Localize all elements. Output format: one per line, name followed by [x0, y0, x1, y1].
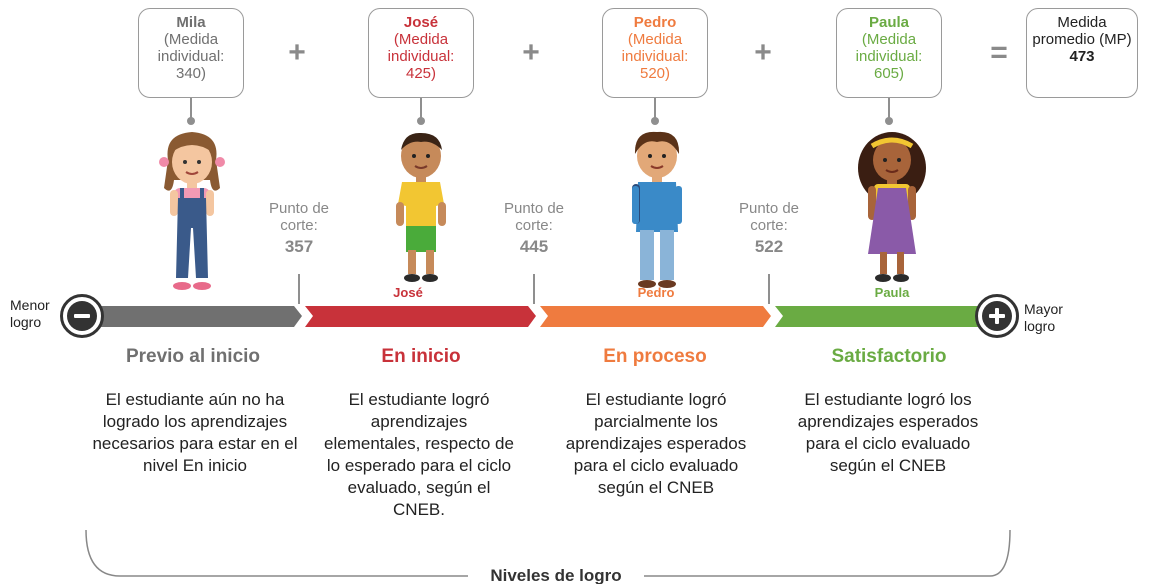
bracket-label: Niveles de logro	[468, 566, 644, 584]
cutpoint-label: Punto de corte:	[503, 200, 565, 234]
cutpoint-357: Punto de corte: 357	[259, 200, 339, 255]
average-label: Medida promedio (MP)	[1032, 14, 1132, 48]
cutpoint-522: Punto de corte: 522	[729, 200, 809, 255]
girl-mila-illustration	[159, 132, 225, 290]
plus-operator-1: +	[288, 36, 306, 69]
average-value: 473	[1069, 48, 1095, 65]
level-title-inicio: En inicio	[381, 346, 461, 367]
cutpoint-tick	[533, 274, 535, 304]
minus-bar	[74, 314, 90, 318]
student-measure-value: 605)	[873, 65, 905, 82]
cutpoint-label: Punto de corte:	[738, 200, 800, 234]
student-measure-label: (Medida individual:	[157, 31, 225, 65]
minus-circle-icon	[60, 294, 104, 338]
level-title-proceso: En proceso	[603, 346, 707, 367]
boy-jose-illustration	[396, 132, 446, 282]
figure-name-pedro: Pedro	[637, 285, 675, 300]
connector-line	[190, 98, 192, 120]
student-box-mila: Mila (Medida individual: 340)	[138, 8, 244, 98]
equals-operator: =	[990, 36, 1008, 69]
level-desc-previo: El estudiante aún no ha logrado los apre…	[92, 390, 298, 475]
connector-line	[654, 98, 656, 120]
cutpoint-value: 357	[284, 237, 314, 256]
student-name: José	[403, 14, 439, 31]
level-title-satisfactorio: Satisfactorio	[831, 346, 947, 367]
connector-dot	[885, 117, 893, 125]
connector-dot	[417, 117, 425, 125]
cutpoint-label: Punto de corte:	[268, 200, 330, 234]
segment-previo	[84, 306, 302, 327]
plus-circle-icon	[975, 294, 1019, 338]
level-title-previo: Previo al inicio	[125, 346, 261, 367]
figure-name-paula: Paula	[874, 285, 910, 300]
student-measure-value: 425)	[405, 65, 437, 82]
level-desc-proceso: El estudiante logró parcialmente los apr…	[565, 390, 747, 497]
student-measure-label: (Medida individual:	[387, 31, 455, 65]
student-measure-label: (Medida individual:	[855, 31, 923, 65]
figure-name-jose: José	[393, 285, 423, 300]
average-box: Medida promedio (MP) 473	[1026, 8, 1138, 98]
boy-pedro-illustration	[632, 131, 682, 288]
student-box-jose: José (Medida individual: 425)	[368, 8, 474, 98]
student-measure-label: (Medida individual:	[621, 31, 689, 65]
max-label: Mayor logro	[1024, 301, 1063, 334]
connector-dot	[187, 117, 195, 125]
student-measure-value: 340)	[175, 65, 207, 82]
student-name: Paula	[868, 14, 910, 31]
connector-line	[888, 98, 890, 120]
student-box-pedro: Pedro (Medida individual: 520)	[602, 8, 708, 98]
cutpoint-value: 445	[519, 237, 549, 256]
level-desc-inicio: El estudiante logró aprendizajes element…	[324, 390, 514, 519]
segment-inicio	[305, 306, 536, 327]
segment-proceso	[540, 306, 771, 327]
cutpoint-445: Punto de corte: 445	[494, 200, 574, 255]
min-label: Menor logro	[10, 297, 50, 330]
cutpoint-tick	[768, 274, 770, 304]
student-name: Mila	[176, 14, 206, 31]
level-desc-satisfactorio: El estudiante logró los aprendizajes esp…	[797, 390, 979, 475]
student-name: Pedro	[633, 14, 677, 31]
levels-bracket	[85, 529, 1011, 577]
cutpoint-value: 522	[754, 237, 784, 256]
plus-operator-2: +	[522, 36, 540, 69]
segment-satisfactorio	[775, 306, 980, 327]
plus-operator-3: +	[754, 36, 772, 69]
student-box-paula: Paula (Medida individual: 605)	[836, 8, 942, 98]
girl-paula-illustration	[858, 132, 926, 282]
connector-line	[420, 98, 422, 120]
cutpoint-tick	[298, 274, 300, 304]
connector-dot	[651, 117, 659, 125]
plus-bar-vertical	[995, 308, 999, 324]
student-measure-value: 520)	[639, 65, 671, 82]
